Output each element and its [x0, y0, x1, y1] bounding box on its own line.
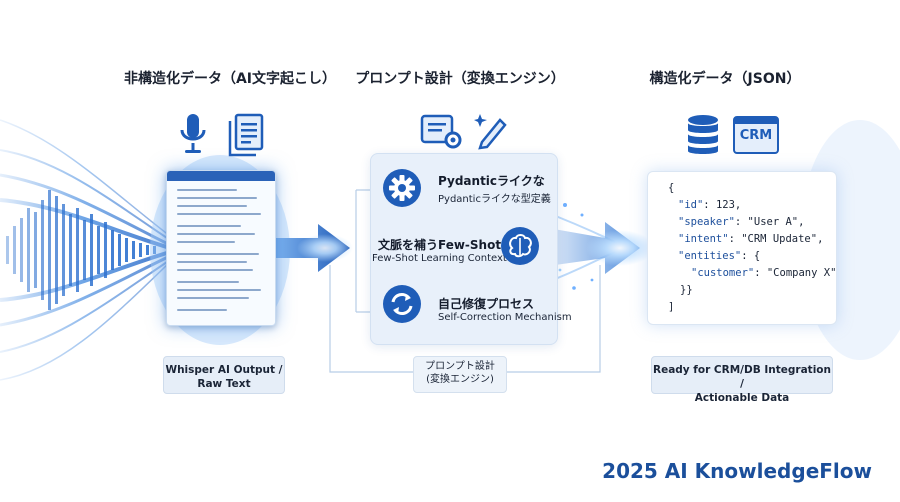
step-2-title: 文脈を補うFew-Shot [378, 238, 502, 252]
crm-label: CRM [739, 128, 773, 143]
text-line [177, 261, 247, 263]
caption-actionable-data-line2: Actionable Data [694, 392, 790, 404]
text-line [177, 289, 261, 291]
text-line [177, 253, 259, 255]
text-line [177, 233, 255, 235]
microphone-icon [180, 114, 206, 153]
json-line-entities: "entities": { [678, 250, 760, 262]
brand-logo-text: 2025 AI KnowledgeFlow [602, 459, 872, 483]
database-icon [688, 115, 718, 154]
gear-icon [383, 169, 421, 207]
text-line [177, 269, 253, 271]
settings-document-icon [420, 114, 462, 149]
json-line-close: ] [668, 301, 675, 313]
brain-icon [501, 227, 539, 265]
caption-actionable-data: Ready for CRM/DB Integration / Actionabl… [651, 356, 833, 404]
raw-text-panel [166, 170, 276, 326]
text-line [177, 281, 239, 283]
heading-structured-data: 構造化データ（JSON） [649, 71, 801, 87]
json-value: : "CRM Update", [728, 233, 824, 245]
json-value: : "Company X" [754, 267, 837, 279]
json-key: "entities" [678, 250, 742, 262]
caption-raw-text-line1: Whisper AI Output / [165, 364, 283, 376]
heading-prompt-design: プロンプト設計（変換エンジン） [355, 71, 565, 87]
document-icon [228, 113, 264, 157]
json-output-panel [647, 171, 837, 325]
caption-raw-text-line2: Raw Text [197, 378, 251, 390]
json-line-speaker: "speaker": "User A", [678, 216, 804, 228]
text-line [177, 297, 249, 299]
arrow-left-to-center [274, 224, 353, 272]
panel-title-bar [167, 171, 275, 181]
text-line [177, 309, 227, 311]
json-value: : 123, [703, 199, 742, 211]
text-line [177, 197, 257, 199]
json-key: "customer" [691, 267, 755, 279]
audio-waveform [6, 190, 156, 310]
text-line [177, 241, 235, 243]
json-key: "speaker" [678, 216, 735, 228]
json-line-customer: "customer": "Company X" [691, 267, 836, 279]
json-line-id: "id": 123, [678, 199, 741, 211]
json-line-close-inner: }} [680, 284, 693, 296]
step-1-subtitle: Pydanticライクな型定義 [438, 194, 551, 205]
json-value: : { [741, 250, 761, 262]
heading-unstructured-data: 非構造化データ（AI文字起こし） [123, 71, 337, 87]
crm-window-icon: CRM [733, 116, 779, 154]
text-line [177, 213, 261, 215]
json-value: : "User A", [734, 216, 805, 228]
crm-window-bar [735, 118, 777, 124]
left-wave-ribbons [0, 119, 171, 381]
json-key: "intent" [678, 233, 729, 245]
step-2-subtitle: Few-Shot Learning Context [372, 253, 507, 264]
pen-icon [474, 114, 507, 150]
text-line [177, 225, 241, 227]
step-3-subtitle: Self-Correction Mechanism [438, 312, 572, 323]
refresh-icon [383, 285, 421, 323]
text-line [177, 205, 247, 207]
caption-prompt-engine: プロンプト設計 (変換エンジン) [413, 356, 507, 393]
caption-raw-text: Whisper AI Output / Raw Text [163, 356, 285, 394]
arrow-center-to-right [539, 203, 654, 290]
caption-prompt-engine-line1: プロンプト設計 [425, 361, 495, 372]
caption-prompt-engine-line2: (変換エンジン) [426, 374, 494, 385]
step-1-title: Pydanticライクな [438, 174, 545, 188]
text-line [177, 189, 237, 191]
json-line-open: { [668, 182, 675, 194]
json-line-intent: "intent": "CRM Update", [678, 233, 823, 245]
step-3-title: 自己修復プロセス [438, 297, 535, 311]
json-key: "id" [678, 199, 704, 211]
center-connectors [329, 189, 601, 373]
caption-actionable-data-line1: Ready for CRM/DB Integration / [653, 364, 831, 390]
